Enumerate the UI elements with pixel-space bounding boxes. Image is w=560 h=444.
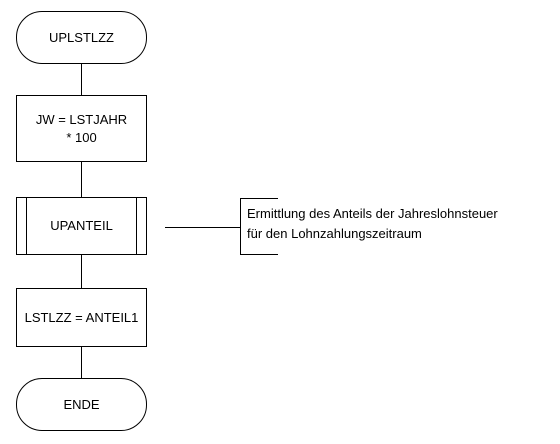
start-terminal: UPLSTLZZ: [16, 11, 147, 64]
subroutine-left-bar: [26, 198, 27, 254]
annotation-line1: Ermittlung des Anteils der Jahreslohnste…: [247, 206, 498, 221]
connector-step2-to-end: [81, 347, 82, 378]
annotation-bracket-bottom: [240, 254, 278, 255]
connector-start-to-step1: [81, 64, 82, 95]
annotation-text: Ermittlung des Anteils der Jahreslohnste…: [240, 202, 550, 252]
annotation-connector: [165, 227, 240, 228]
process-lstlzz-label: LSTLZZ = ANTEIL1: [24, 309, 139, 325]
connector-subroutine-to-step2: [81, 255, 82, 288]
subroutine-right-bar: [136, 198, 137, 254]
annotation-line2: für den Lohnzahlungszeitraum: [247, 226, 422, 241]
start-label: UPLSTLZZ: [48, 29, 114, 45]
process-jw-line2: * 100: [66, 129, 97, 145]
annotation-bracket-top: [240, 198, 278, 199]
subroutine-upanteil-box: UPANTEIL: [16, 197, 147, 255]
annotation-bracket-side: [240, 198, 241, 254]
subroutine-label: UPANTEIL: [50, 218, 113, 233]
process-lstlzz-box: LSTLZZ = ANTEIL1: [16, 288, 147, 347]
end-terminal: ENDE: [16, 378, 147, 431]
process-jw-box: JW = LSTJAHR * 100: [16, 95, 147, 162]
connector-step1-to-subroutine: [81, 162, 82, 197]
end-label: ENDE: [63, 396, 100, 412]
process-jw-line1: JW = LSTJAHR: [35, 111, 128, 127]
